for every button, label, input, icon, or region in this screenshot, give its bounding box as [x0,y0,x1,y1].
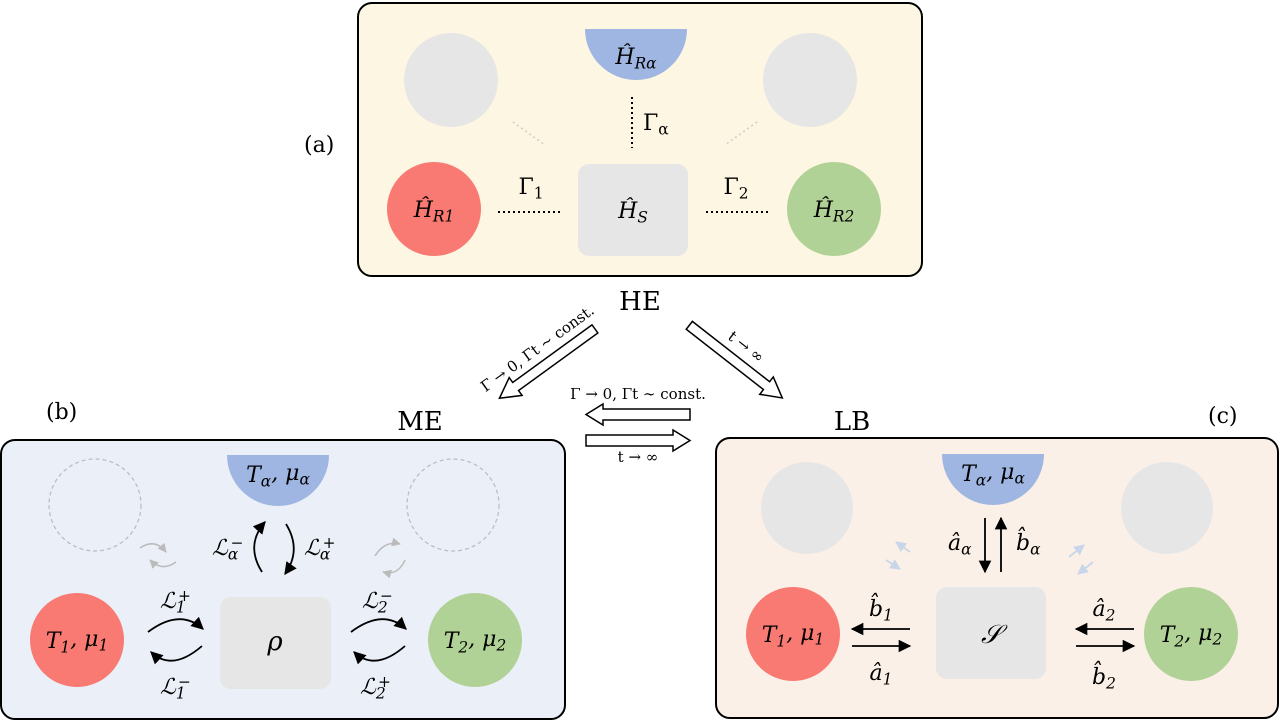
coupling-2-label: Γ2​ [723,175,748,203]
panel-a-tag: (a) [304,133,334,158]
system-label: ĤS​ [617,197,648,227]
ghost-coupling-left [512,121,546,146]
panel-a-caption: HE [619,287,661,317]
a-2-label: â2​ [1093,597,1116,625]
ghost-coupling-right [724,121,758,146]
reservoir-alpha-shape [227,455,329,506]
arrow-me-to-lb [585,428,692,453]
reservoir-1 [387,162,481,256]
system-label: ρ [266,627,283,657]
ghost-reservoir-left [761,462,853,554]
system-box [578,164,688,256]
reservoir-2 [787,162,881,256]
reservoir-2-label: ĤR2​ [813,196,855,226]
panel-c: (c) LB Tα, μα​ âα​ b̂α​ T1, μ1​ T2, μ2​ … [715,404,1279,719]
ghost-reservoir-left [48,458,142,552]
ghost-exchange-arrow [382,559,406,579]
L-2-plus-arrow [353,645,406,665]
a-1-label: â1​ [870,661,893,689]
arrow-lb-to-me [584,402,691,427]
panel-b: (b) ME Tα, μα​ ℒα−​ ℒα+​ T1, μ1​ T2, μ2​… [0,400,566,720]
label-me-to-lb: t → ∞ [618,448,659,466]
panel-a: (a) ĤRα​ Γα​ ĤR1​ ĤR2​ ĤS​ Γ1​ Γ2​ HE [304,2,923,317]
reservoir-2 [1144,587,1238,681]
L-2-plus-label: ℒ2+​ [360,673,391,703]
reservoir-1-label: T1, μ1​ [46,627,109,657]
panel-c-tag: (c) [1208,404,1238,429]
system-box [936,587,1046,679]
L-2-minus-arrow [350,616,407,633]
ghost-exchange-arrow [149,559,177,569]
reservoir-1-label: T1, μ1​ [762,621,825,651]
L-1-plus-arrow [147,616,204,633]
reservoir-2 [428,593,522,687]
reservoir-alpha-label: ĤRα​ [614,43,657,73]
panel-b-tag: (b) [46,400,77,425]
ghost-exchange-arrow [1077,561,1094,575]
L-1-plus-label: ℒ1+​ [160,587,191,617]
ghost-reservoir-right [406,458,500,552]
L-1-minus-arrow [150,645,203,665]
label-he-to-me: Γ → 0, Γt ∼ const. [477,301,597,395]
panel-b-frame [0,439,566,720]
L-alpha-plus-arrow [284,523,297,576]
ghost-exchange-arrow [885,559,901,570]
L-alpha-plus-label: ℒα+​ [304,534,335,564]
reservoir-2-label: T2, μ2​ [1160,621,1223,651]
reservoir-alpha-shape [585,29,687,80]
ghost-reservoir-right [1121,462,1213,554]
reservoir-1 [746,587,840,681]
ghost-exchange-arrow [1068,544,1085,558]
panel-b-caption: ME [397,407,443,437]
reservoir-1-label: ĤR1​ [413,196,455,226]
label-lb-to-me: Γ → 0, Γt ∼ const. [570,385,706,403]
L-2-minus-label: ℒ2−​ [362,587,393,617]
b-1-label: b̂1​ [869,593,893,624]
a-alpha-label: âα​ [948,531,972,559]
reservoir-1 [30,593,124,687]
reservoir-alpha-shape [942,454,1044,505]
ghost-exchange-arrow [139,542,167,553]
ghost-reservoir-right [763,33,857,127]
system-box [220,597,331,689]
L-alpha-minus-arrow [252,521,266,573]
reservoir-alpha-label: Tα, μα​ [961,460,1025,490]
coupling-alpha-label: Γα​ [643,111,669,139]
b-2-label: b̂2​ [1092,661,1116,692]
L-1-minus-label: ℒ1−​ [160,673,191,703]
reservoir-2-label: T2, μ2​ [444,627,507,657]
L-alpha-minus-label: ℒα−​ [212,534,243,564]
ghost-exchange-arrow [895,541,911,553]
ghost-exchange-arrow [374,537,401,557]
coupling-1-label: Γ1​ [518,175,543,203]
b-alpha-label: b̂α​ [1016,527,1041,558]
reservoir-alpha-label: Tα, μα​ [246,461,310,491]
panel-c-caption: LB [834,407,870,437]
ghost-reservoir-left [404,33,498,127]
